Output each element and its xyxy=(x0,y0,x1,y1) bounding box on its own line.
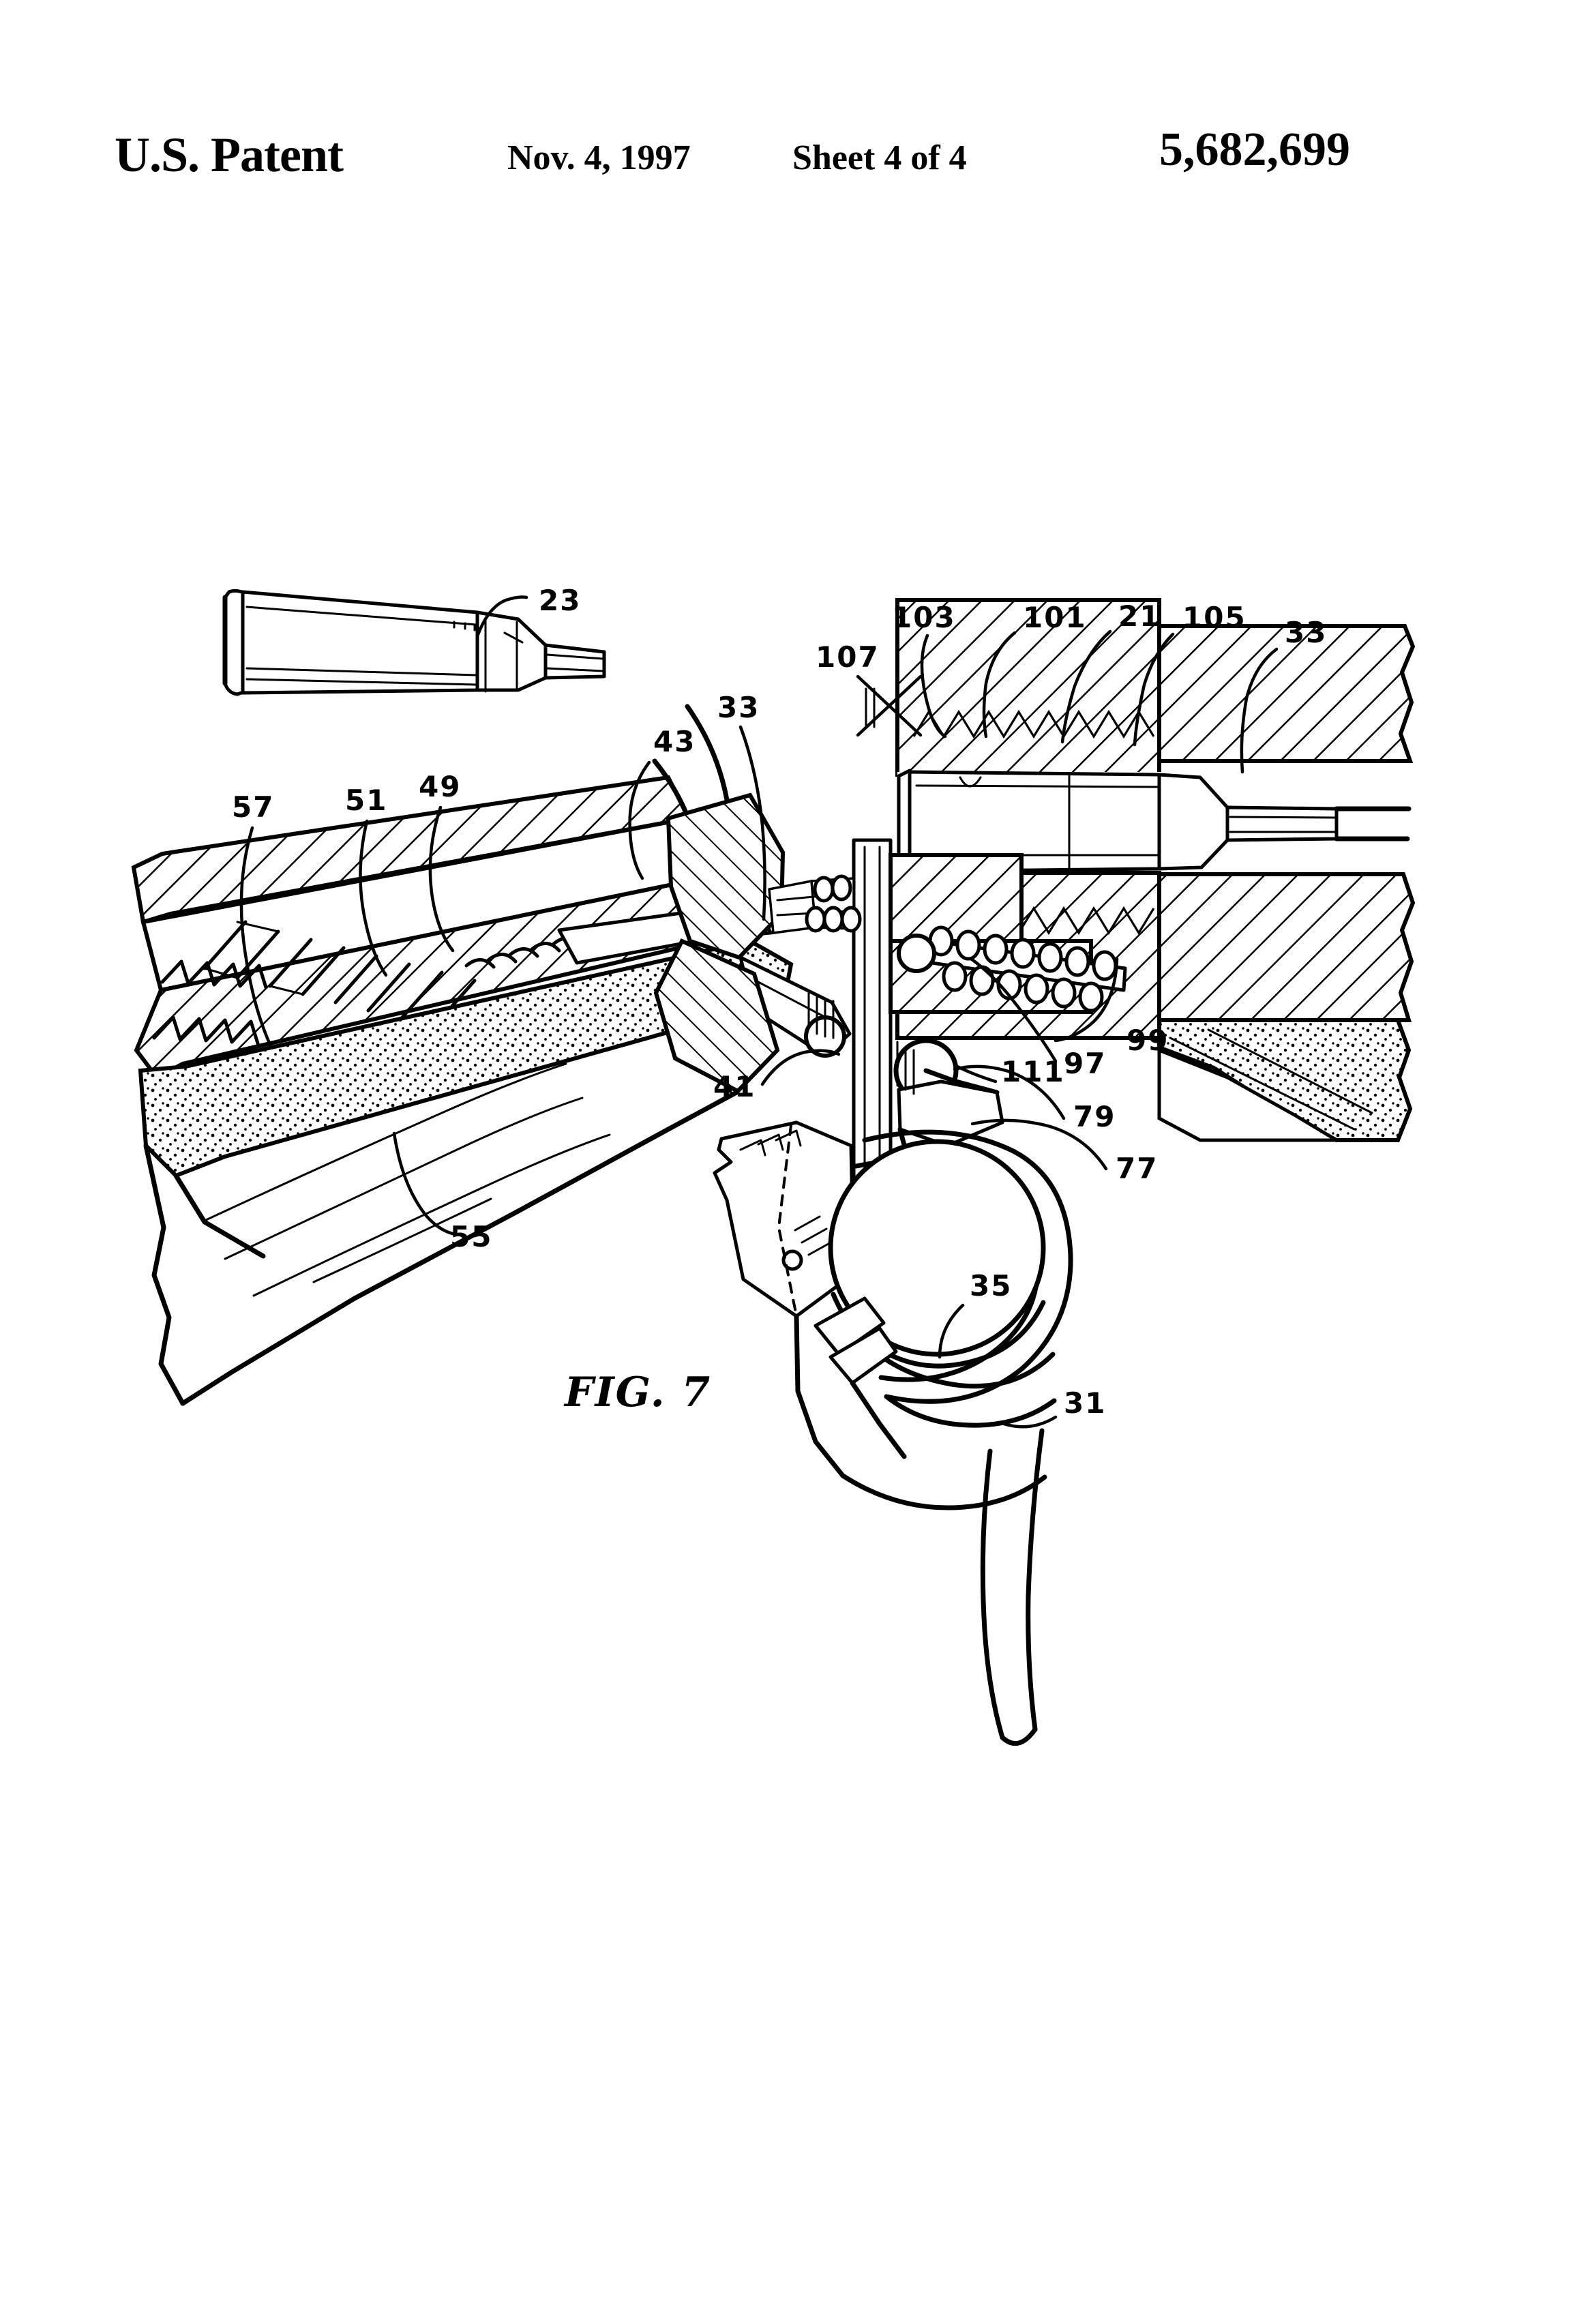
ref-label-33-right: 33 xyxy=(1285,616,1327,649)
chambered-cartridge-21 xyxy=(897,769,1339,874)
ref-label-105: 105 xyxy=(1182,601,1247,634)
trigger-guard-77 xyxy=(862,1129,1073,1404)
figure-svg: 23 xyxy=(131,584,1416,1746)
leader-55 xyxy=(392,1131,458,1236)
ref-label-101: 101 xyxy=(1023,601,1087,634)
hidden-line-firing-pin xyxy=(777,1124,798,1317)
magazine-tube-assembly xyxy=(131,775,827,1406)
leader-99 xyxy=(1054,957,1119,1043)
recoil-spring-99 xyxy=(897,925,1127,1013)
cartridge-23 xyxy=(222,589,606,696)
ref-label-23: 23 xyxy=(539,584,581,617)
leader-103 xyxy=(920,634,947,739)
leader-21 xyxy=(1060,629,1112,744)
ref-label-35: 35 xyxy=(970,1269,1012,1302)
leader-33a xyxy=(738,725,766,921)
ref-label-107: 107 xyxy=(816,640,880,674)
ref-label-51: 51 xyxy=(345,784,387,817)
trigger-31 xyxy=(980,1428,1045,1746)
figure-caption: FIG. 7 xyxy=(563,1369,711,1416)
leader-101 xyxy=(982,631,1017,739)
leader-57 xyxy=(239,826,273,1049)
leader-31 xyxy=(1002,1415,1058,1429)
hammer-35 xyxy=(828,1139,1056,1389)
leader-33b xyxy=(1240,647,1279,774)
figure-7-drawing: 23 xyxy=(0,532,1582,1759)
ref-label-21: 21 xyxy=(1118,599,1161,633)
sheet-indicator: Sheet 4 of 4 xyxy=(792,138,967,177)
ref-label-99: 99 xyxy=(1126,1024,1169,1057)
patent-number: 5,682,699 xyxy=(1159,123,1350,176)
patent-date: Nov. 4, 1997 xyxy=(507,138,691,177)
leader-23 xyxy=(475,595,528,638)
ref-label-31: 31 xyxy=(1064,1386,1106,1420)
leader-41 xyxy=(760,1049,841,1086)
ref-label-43: 43 xyxy=(653,725,696,758)
leader-49 xyxy=(428,805,455,953)
leader-105 xyxy=(1133,632,1175,747)
leader-35 xyxy=(938,1303,965,1359)
ref-label-77: 77 xyxy=(1116,1152,1158,1185)
ref-label-41: 41 xyxy=(713,1070,756,1103)
ref-label-79: 79 xyxy=(1073,1100,1116,1133)
leader-79 xyxy=(953,1064,1066,1120)
patent-office-title: U.S. Patent xyxy=(115,128,344,182)
ref-label-97: 97 xyxy=(1064,1047,1106,1080)
trigger-group xyxy=(713,1120,1073,1746)
detent-spring-assembly-111 xyxy=(768,874,862,934)
patent-header: U.S. Patent Nov. 4, 1997 Sheet 4 of 4 5,… xyxy=(0,0,1582,218)
ref-label-103: 103 xyxy=(892,601,956,634)
magazine-spring-51 xyxy=(203,920,583,1029)
ref-label-33-center: 33 xyxy=(717,691,760,724)
leader-77 xyxy=(970,1118,1108,1171)
ref-label-57: 57 xyxy=(232,790,274,824)
ref-label-55: 55 xyxy=(450,1220,492,1253)
leader-43 xyxy=(628,760,651,880)
leader-51 xyxy=(359,819,388,977)
ref-label-49: 49 xyxy=(419,770,461,803)
leader-97 xyxy=(969,957,1058,1063)
